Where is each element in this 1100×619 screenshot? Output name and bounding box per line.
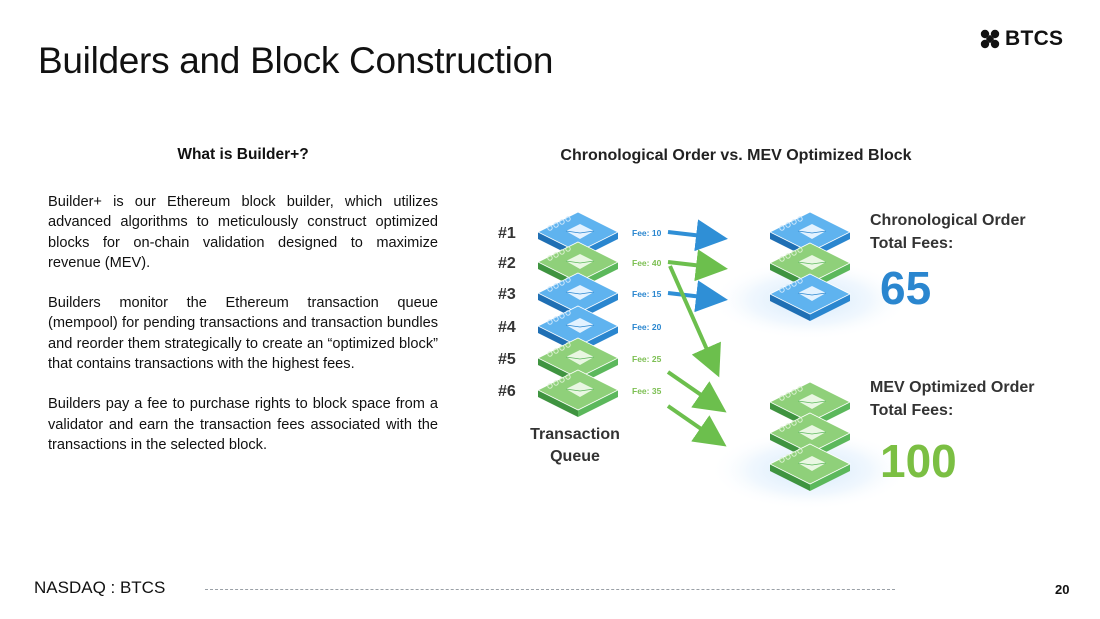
fee-label-4: Fee: 20 <box>632 322 662 332</box>
arrow-tx2-chrono <box>667 249 728 282</box>
mev-label-line2: Total Fees: <box>870 402 953 419</box>
transaction-label-3: #3 <box>498 286 516 303</box>
arrow-tx3-chrono <box>667 280 728 313</box>
mev-diagram: Chronological Order vs. MEV Optimized Bl… <box>498 147 1034 510</box>
footer-divider <box>205 589 895 590</box>
paragraph-1: Builder+ is our Ethereum block builder, … <box>48 194 438 271</box>
arrow-tx1-chrono <box>667 219 728 252</box>
diagram-title: Chronological Order vs. MEV Optimized Bl… <box>560 147 911 164</box>
paragraph-3: Builders pay a fee to purchase rights to… <box>48 396 438 453</box>
builder-description: What is Builder+? Builder+ is our Ethere… <box>48 146 438 475</box>
transaction-label-6: #6 <box>498 383 516 400</box>
chronological-block-3 <box>769 273 851 321</box>
footer-ticker: NASDAQ : BTCS <box>34 578 166 597</box>
transaction-labels: #1 #2 #3 #4 #5 #6 <box>498 225 516 400</box>
mev-total-fees: 100 <box>880 435 957 487</box>
mev-block-3 <box>769 443 851 491</box>
transaction-block-6 <box>537 369 619 417</box>
paragraph-2: Builders monitor the Ethereum transactio… <box>48 295 438 373</box>
chronological-block-1 <box>769 211 851 259</box>
chronological-total-fees: 65 <box>880 262 931 314</box>
fee-label-6: Fee: 35 <box>632 386 662 396</box>
fee-label-3: Fee: 15 <box>632 289 662 299</box>
queue-label-line2: Queue <box>550 448 600 465</box>
arrow-tx2-mev <box>668 265 721 378</box>
logo-text: BTCS <box>1005 27 1064 50</box>
queue-label-line1: Transaction <box>530 426 620 443</box>
chronological-label-line1: Chronological Order <box>870 212 1026 229</box>
chronological-block-stack <box>769 211 851 321</box>
btcs-logo: BTCS <box>979 27 1063 51</box>
arrow-tx6-mev <box>666 404 727 447</box>
chronological-label-line2: Total Fees: <box>870 235 953 252</box>
btcs-logo-icon <box>980 29 1000 49</box>
fee-label-1: Fee: 10 <box>632 228 662 238</box>
section-heading: What is Builder+? <box>177 146 309 163</box>
mev-label-line1: MEV Optimized Order <box>870 379 1034 396</box>
arrow-tx5-mev <box>666 370 727 413</box>
mev-block-stack <box>769 381 851 491</box>
transaction-label-4: #4 <box>498 319 516 336</box>
transaction-label-5: #5 <box>498 351 516 368</box>
slide-title: Builders and Block Construction <box>38 40 554 81</box>
transaction-queue-stack <box>537 211 619 417</box>
fee-labels: Fee: 10 Fee: 40 Fee: 15 Fee: 20 Fee: 25 Fee: … <box>632 228 662 396</box>
page-number: 20 <box>1055 582 1070 597</box>
fee-label-5: Fee: 25 <box>632 354 662 364</box>
fee-label-2: Fee: 40 <box>632 258 662 268</box>
transaction-label-1: #1 <box>498 225 516 242</box>
transaction-label-2: #2 <box>498 255 516 272</box>
